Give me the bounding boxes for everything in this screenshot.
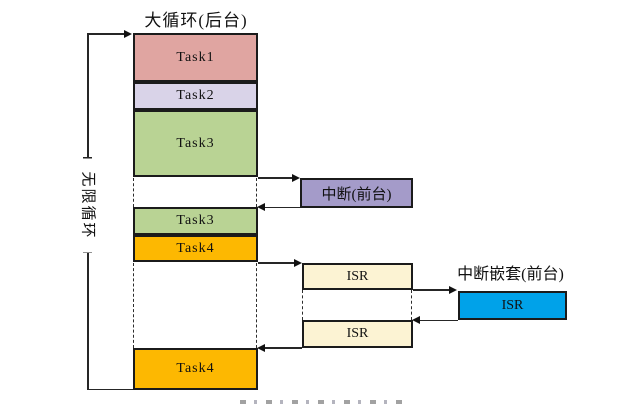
- task2-label: Task2: [176, 88, 215, 103]
- task3-label: Task3: [176, 135, 215, 151]
- task1-label: Task1: [176, 49, 215, 65]
- task3-resume-label: Task3: [176, 213, 215, 228]
- arrow-task3-to-interrupt-head-icon: [292, 174, 300, 182]
- interrupt-box-label: 中断(前台): [321, 186, 392, 203]
- infinite-loop-label: 无限循环: [77, 158, 97, 253]
- task4-block: Task4: [133, 235, 258, 262]
- arrow-isr-to-task4-head-icon: [257, 344, 265, 352]
- gap1-right-dashed-line: [256, 178, 257, 207]
- arrow-task4-to-isr-line: [258, 262, 296, 264]
- loop-bottom-line: [87, 388, 134, 390]
- gap2-left-dashed-line: [133, 263, 134, 348]
- task3-resume-block: Task3: [133, 207, 258, 235]
- loop-top-line: [87, 33, 125, 35]
- arrow-task3-to-interrupt-line: [258, 177, 294, 179]
- arrow-task4-to-isr-head-icon: [294, 259, 302, 267]
- arrow-isr-to-nested-line: [413, 289, 451, 291]
- isr-bottom-box: ISR: [302, 320, 413, 348]
- task4-resume-block: Task4: [133, 348, 258, 390]
- task4-label: Task4: [176, 240, 215, 256]
- task2-block: Task2: [133, 82, 258, 110]
- background-loop-title: 大循环(后台): [144, 11, 248, 30]
- isr-gap-right-dashed-line: [411, 290, 412, 320]
- gap2-right-dashed-line: [256, 263, 257, 348]
- arrow-isr-to-task4-line: [265, 347, 302, 349]
- arrow-interrupt-to-task3-head-icon: [257, 203, 265, 211]
- arrow-nested-to-isr-head-icon: [412, 316, 420, 324]
- arrow-interrupt-to-task3-line: [265, 206, 300, 208]
- task4-resume-label: Task4: [176, 361, 215, 376]
- interrupt-box: 中断(前台): [300, 178, 413, 208]
- loop-arrowhead-icon: [124, 30, 132, 38]
- arrow-nested-to-isr-line: [420, 319, 458, 321]
- caption-fragment: [240, 400, 405, 404]
- task3-block: Task3: [133, 110, 258, 177]
- nested-isr-label: ISR: [501, 297, 524, 313]
- nested-isr-box: ISR: [458, 291, 567, 320]
- loop-tick-top: [83, 157, 92, 159]
- task1-block: Task1: [133, 33, 258, 82]
- arrow-isr-to-nested-head-icon: [449, 286, 457, 294]
- gap1-left-dashed-line: [133, 178, 134, 207]
- nested-interrupt-title: 中断嵌套(前台): [457, 266, 564, 283]
- isr-top-label: ISR: [346, 268, 369, 284]
- isr-gap-left-dashed-line: [302, 290, 303, 320]
- isr-top-box: ISR: [302, 263, 413, 290]
- isr-bottom-label: ISR: [346, 326, 369, 341]
